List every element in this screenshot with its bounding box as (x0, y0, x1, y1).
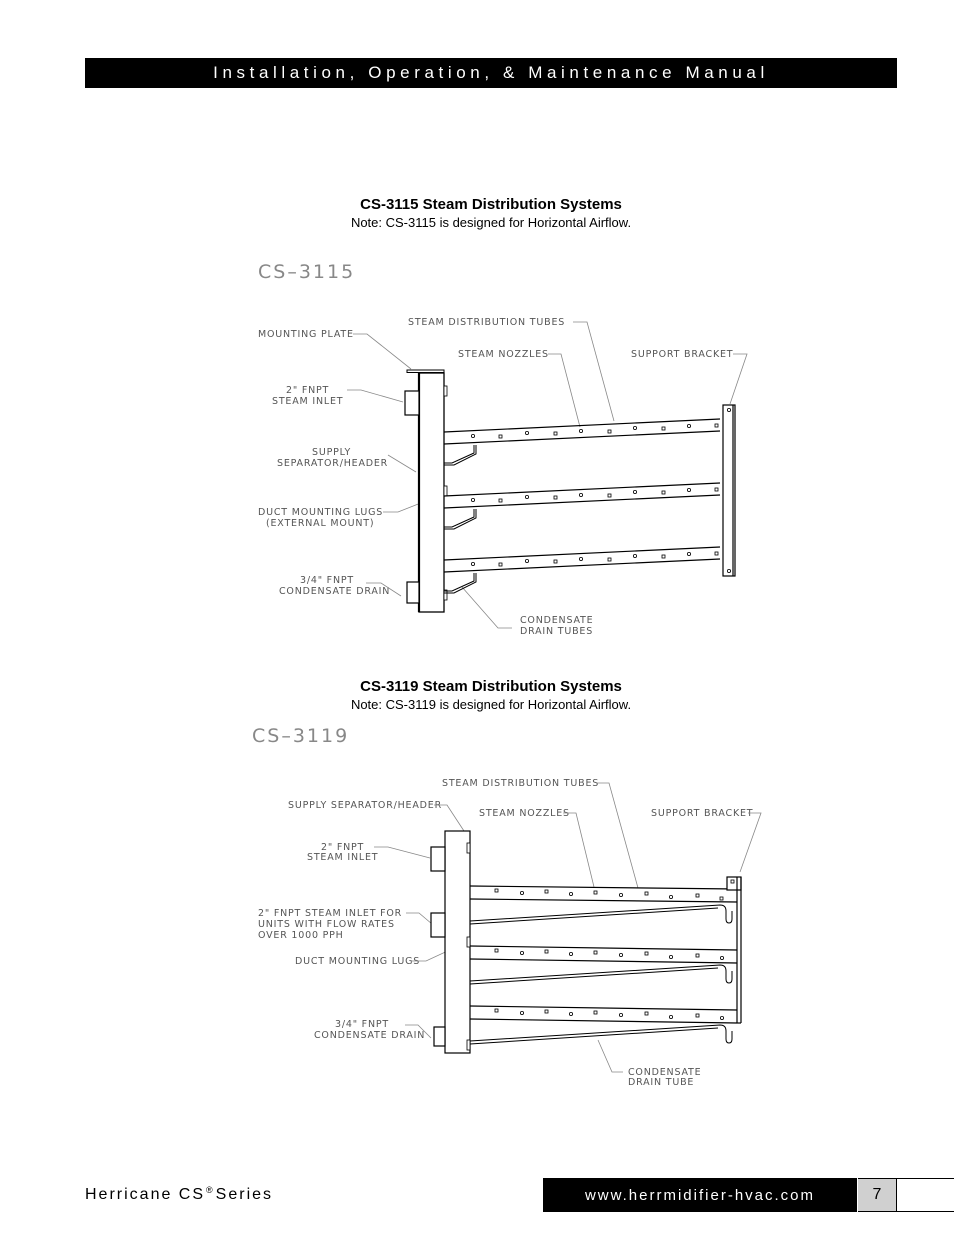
label-condensate-drain: 3/4" FNPT (300, 575, 354, 586)
footer-series-name: Herricane CS®Series (85, 1185, 273, 1204)
label-duct-lugs: DUCT MOUNTING LUGS (258, 507, 383, 518)
label-high-flow-inlet-3: OVER 1000 PPH (258, 930, 344, 941)
cs-3119-drawing: CS–3119 SUPPLY SEPARATOR/HEADER STEAM DI… (252, 725, 762, 1088)
label-steam-distribution-tubes: STEAM DISTRIBUTION TUBES (408, 317, 565, 328)
label-drain-tube: CONDENSATE (628, 1067, 701, 1078)
label-steam-inlet: 2" FNPT (286, 385, 329, 396)
label-drain-tubes: CONDENSATE (520, 615, 593, 626)
label-mounting-plate: MOUNTING PLATE (258, 329, 354, 340)
label-condensate-drain: 3/4" FNPT (335, 1019, 389, 1030)
label-supply-header: SUPPLY (312, 447, 351, 458)
footer-rule (896, 1178, 954, 1212)
label-steam-nozzles: STEAM NOZZLES (479, 808, 570, 819)
manual-header-bar: Installation, Operation, & Maintenance M… (85, 58, 897, 88)
drawing-title-cs3119: CS–3119 (252, 725, 349, 747)
manual-title: Installation, Operation, & Maintenance M… (213, 63, 769, 82)
label-supply-header-2: SEPARATOR/HEADER (277, 458, 388, 469)
label-support-bracket: SUPPORT BRACKET (651, 808, 753, 819)
figure-2-note: Note: CS-3119 is designed for Horizontal… (350, 697, 632, 712)
label-steam-distribution-tubes: STEAM DISTRIBUTION TUBES (442, 778, 599, 789)
label-steam-nozzles: STEAM NOZZLES (458, 349, 549, 360)
label-drain-tubes-2: DRAIN TUBES (520, 626, 593, 637)
label-condensate-drain-2: CONDENSATE DRAIN (314, 1030, 425, 1041)
label-supply-header: SUPPLY SEPARATOR/HEADER (288, 800, 442, 811)
label-duct-lugs-2: (EXTERNAL MOUNT) (266, 518, 374, 529)
cs-3115-drawing: CS–3115 MOUNTING PLATE STEAM DISTRIBUTIO… (258, 261, 748, 637)
website-url[interactable]: www.herrmidifier-hvac.com (584, 1186, 816, 1204)
series-name: Herricane CS (85, 1186, 206, 1203)
label-duct-lugs: DUCT MOUNTING LUGS (295, 956, 420, 967)
label-steam-inlet-2: STEAM INLET (272, 396, 343, 407)
drawing-title-cs3115: CS–3115 (258, 261, 355, 283)
footer-website-link[interactable]: www.herrmidifier-hvac.com (543, 1178, 857, 1212)
label-high-flow-inlet-2: UNITS WITH FLOW RATES (258, 919, 395, 930)
series-suffix: Series (215, 1186, 274, 1203)
label-high-flow-inlet: 2" FNPT STEAM INLET FOR (258, 908, 402, 919)
label-support-bracket: SUPPORT BRACKET (631, 349, 733, 360)
figure-1-title: CS-3115 Steam Distribution Systems (360, 196, 622, 213)
figure-1-note: Note: CS-3115 is designed for Horizontal… (350, 215, 632, 230)
label-steam-inlet: 2" FNPT (321, 842, 364, 853)
label-steam-inlet-2: STEAM INLET (307, 852, 378, 863)
registered-mark: ® (206, 1185, 213, 1195)
page-number: 7 (858, 1178, 896, 1212)
label-condensate-drain-2: CONDENSATE DRAIN (279, 586, 390, 597)
label-drain-tube-2: DRAIN TUBE (628, 1077, 694, 1088)
figure-2-title: CS-3119 Steam Distribution Systems (360, 678, 622, 695)
